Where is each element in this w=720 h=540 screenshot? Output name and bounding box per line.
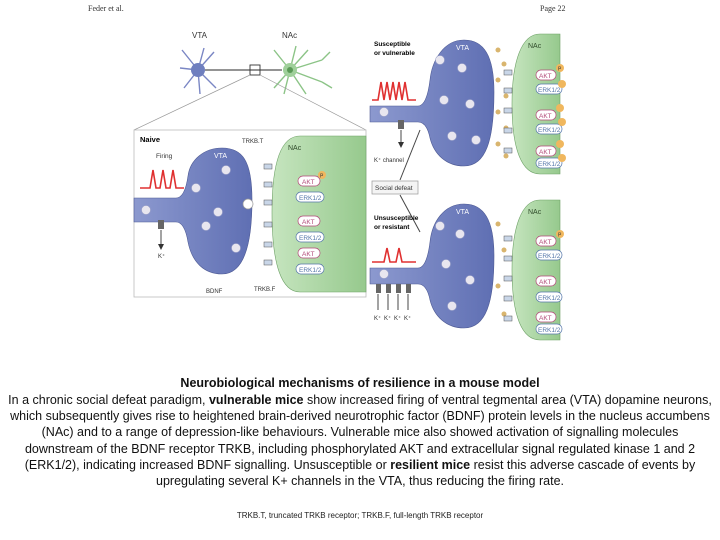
vta-label-unsusceptible: VTA bbox=[456, 209, 469, 216]
nac-label-susceptible: NAc bbox=[528, 43, 542, 50]
p-badge-naive: P bbox=[320, 174, 324, 180]
erk-pill-unsus-3: ERK1/2 bbox=[538, 327, 561, 334]
akt-pill-naive-3: AKT bbox=[302, 251, 315, 258]
naive-panel: Naive Firing VTA K⁺ NAc TRKB.T TRKB.F BD… bbox=[133, 129, 367, 298]
vta-soma bbox=[191, 63, 205, 77]
susceptible-label-2: or vulnerable bbox=[374, 50, 415, 57]
erk-pill-susceptible-3: ERK1/2 bbox=[538, 161, 561, 168]
susceptible-label-1: Susceptible bbox=[374, 41, 411, 48]
caption-bold-resilient: resilient mice bbox=[390, 457, 471, 472]
k-label-naive: K⁺ bbox=[158, 253, 165, 260]
vta-label-naive: VTA bbox=[214, 153, 227, 160]
nac-dendrite-naive bbox=[271, 135, 367, 293]
akt-pill-susceptible-3: AKT bbox=[539, 149, 552, 156]
p-badge-susceptible: P bbox=[558, 67, 562, 73]
akt-pill-susceptible-2: AKT bbox=[539, 113, 552, 120]
trkbt-label: TRKB.T bbox=[242, 139, 264, 145]
susceptible-panel: Susceptible or vulnerable VTA K⁺ channel… bbox=[369, 33, 566, 175]
erk-pill-naive-2: ERK1/2 bbox=[299, 235, 322, 242]
overview-vta-label: VTA bbox=[192, 31, 208, 40]
firing-trace-unsusceptible bbox=[372, 247, 416, 263]
header-page: Page 22 bbox=[540, 4, 566, 13]
caption-body: In a chronic social defeat paradigm, vul… bbox=[6, 392, 714, 489]
trkbf-label: TRKB.F bbox=[254, 287, 276, 293]
vta-terminal-susceptible bbox=[369, 39, 495, 167]
erk-pill-unsus-2: ERK1/2 bbox=[538, 295, 561, 302]
unsusceptible-label-2: or resistant bbox=[374, 224, 410, 231]
akt-pill-susceptible-1: AKT bbox=[539, 73, 552, 80]
firing-trace-naive bbox=[140, 169, 184, 189]
naive-label: Naive bbox=[140, 135, 160, 144]
k-label-unsus-1: K⁺ bbox=[374, 315, 381, 322]
nac-dendrite-susceptible bbox=[511, 33, 561, 175]
k-label-unsus-3: K⁺ bbox=[394, 315, 401, 322]
firing-label: Firing bbox=[156, 153, 173, 160]
vta-terminal-unsusceptible bbox=[369, 203, 495, 329]
header-author: Feder et al. bbox=[88, 4, 124, 13]
nac-dendrite-unsusceptible bbox=[511, 199, 561, 341]
k-label-unsus-4: K⁺ bbox=[404, 315, 411, 322]
akt-pill-naive-2: AKT bbox=[302, 219, 315, 226]
akt-pill-unsus-2: AKT bbox=[539, 279, 552, 286]
firing-trace-susceptible bbox=[372, 81, 416, 101]
resilience-figure: VTA NAc Naive Firing VTA bbox=[133, 31, 566, 341]
erk-pill-susceptible-1: ERK1/2 bbox=[538, 87, 561, 94]
akt-pill-unsus-3: AKT bbox=[539, 315, 552, 322]
akt-pill-unsus-1: AKT bbox=[539, 239, 552, 246]
nac-label-naive: NAc bbox=[288, 145, 302, 152]
synapse-zoom-box bbox=[249, 64, 261, 76]
neuron-overview: VTA NAc bbox=[179, 31, 333, 95]
caption-text-2: show increased firing of ventral tegment… bbox=[10, 393, 712, 472]
social-defeat-box bbox=[371, 180, 419, 195]
erk-pill-naive-3: ERK1/2 bbox=[299, 267, 322, 274]
social-defeat-label: Social defeat bbox=[375, 185, 413, 192]
unsusceptible-label-1: Unsusceptible bbox=[374, 215, 419, 222]
erk-pill-susceptible-2: ERK1/2 bbox=[538, 127, 561, 134]
erk-pill-naive-1: ERK1/2 bbox=[299, 195, 322, 202]
p-badge-unsus: P bbox=[558, 233, 562, 239]
unsusceptible-panel: Unsusceptible or resistant VTA K⁺ K⁺ K⁺ … bbox=[369, 199, 564, 341]
erk-pill-unsus-1: ERK1/2 bbox=[538, 253, 561, 260]
caption-bold-vulnerable: vulnerable mice bbox=[208, 393, 304, 407]
caption-text-1: In a chronic social defeat paradigm, bbox=[8, 393, 209, 407]
k-label-unsus-2: K⁺ bbox=[384, 315, 391, 322]
caption-text-3: resist this adverse cascade of events by… bbox=[156, 457, 696, 489]
nac-label-unsusceptible: NAc bbox=[528, 209, 542, 216]
caption-title: Neurobiological mechanisms of resilience… bbox=[180, 376, 540, 390]
k-channel-label: K⁺ channel bbox=[374, 157, 404, 164]
caption-footnote: TRKB.T, truncated TRKB receptor; TRKB.F,… bbox=[236, 511, 484, 520]
bdnf-label: BDNF bbox=[206, 289, 223, 295]
akt-pill-naive-1: AKT bbox=[302, 179, 315, 186]
overview-nac-label: NAc bbox=[282, 31, 297, 40]
vta-label-susceptible: VTA bbox=[456, 45, 469, 52]
vta-terminal-naive bbox=[133, 147, 253, 275]
